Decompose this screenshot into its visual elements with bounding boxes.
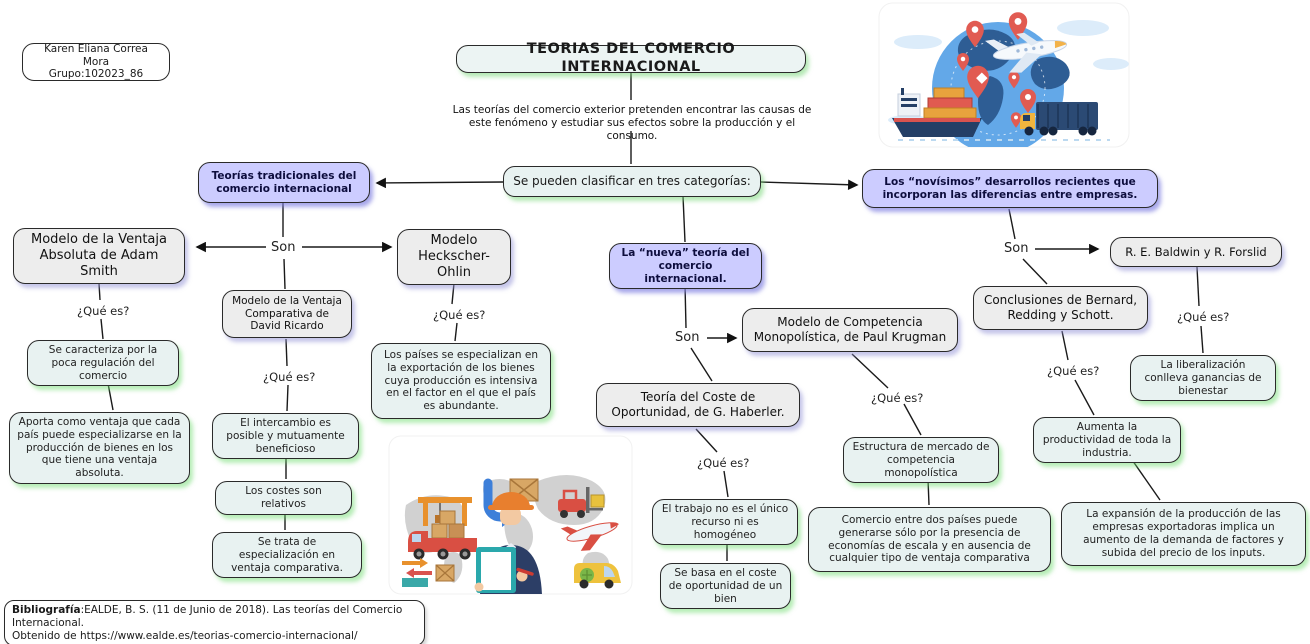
truck-icon: [1020, 102, 1098, 136]
fact-comercio-label: Comercio entre dos países puede generars…: [828, 513, 1031, 565]
fact-liberalizacion-label: La liberalización conlleva ganancias de …: [1144, 359, 1262, 397]
model-haberler-label: Teoría del Coste de Oportunidad, de G. H…: [611, 390, 785, 419]
intro-text: Las teorías del comercio exterior preten…: [442, 104, 822, 143]
node-fact-expansion[interactable]: La expansión de la producción de las emp…: [1061, 502, 1306, 566]
node-classifier[interactable]: Se pueden clasificar en tres categorías:: [503, 166, 761, 197]
model-bernard-label: Conclusiones de Bernard, Redding y Schot…: [983, 293, 1138, 322]
node-model-krugman[interactable]: Modelo de Competencia Monopolística, de …: [742, 308, 958, 352]
node-title[interactable]: TEORIAS DEL COMERCIO INTERNACIONAL: [456, 41, 806, 75]
label-que-es-baldwin: ¿Qué es?: [1177, 310, 1230, 324]
label-que-es-heckscher: ¿Qué es?: [433, 308, 486, 322]
node-model-ricardo[interactable]: Modelo de la Ventaja Comparativa de Davi…: [222, 290, 352, 338]
node-bibliography[interactable]: Bibliografía:EALDE, B. S. (11 de Junio d…: [4, 600, 425, 644]
category-traditional-label: Teorías tradicionales del comercio inter…: [211, 169, 357, 195]
model-heckscher-ohlin-label: Modelo Heckscher-Ohlin: [418, 233, 490, 280]
node-model-adam-smith[interactable]: Modelo de la Ventaja Absoluta de Adam Sm…: [13, 228, 185, 284]
node-fact-trabajo[interactable]: El trabajo no es el único recurso ni es …: [652, 499, 798, 546]
fact-aporta-label: Aporta como ventaja que cada país puede …: [17, 416, 182, 480]
intro-line-1: Las teorías del comercio exterior preten…: [452, 104, 812, 116]
airplane-icon: [985, 32, 1068, 73]
cloud-icon: [894, 35, 942, 49]
node-fact-productividad[interactable]: Aumenta la productividad de toda la indu…: [1033, 417, 1181, 464]
label-son-right: Son: [1004, 241, 1029, 256]
model-adam-smith-label: Modelo de la Ventaja Absoluta de Adam Sm…: [31, 232, 167, 279]
fact-coste-oportunidad-label: Se basa en el coste de oportunidad de un…: [668, 567, 783, 605]
node-model-bernard[interactable]: Conclusiones de Bernard, Redding y Schot…: [973, 286, 1148, 330]
node-fact-liberalizacion[interactable]: La liberalización conlleva ganancias de …: [1130, 355, 1276, 402]
fact-especializacion-label: Se trata de especialización en ventaja c…: [231, 536, 343, 574]
page-title: TEORIAS DEL COMERCIO INTERNACIONAL: [526, 41, 736, 75]
map-pin-icon: [957, 12, 1036, 128]
bibliography-label: Bibliografía: [12, 604, 81, 616]
logistics-worker-graphic: [388, 435, 633, 595]
node-category-new[interactable]: La “nueva” teoría del comercio internaci…: [609, 243, 762, 290]
fact-trabajo-label: El trabajo no es el único recurso ni es …: [661, 503, 789, 541]
fact-costes-label: Los costes son relativos: [245, 485, 322, 510]
label-que-es-krugman: ¿Qué es?: [871, 391, 924, 405]
worker-icon: [474, 492, 542, 594]
label-que-es-haberler: ¿Qué es?: [697, 456, 750, 470]
classifier-text: Se pueden clasificar en tres categorías:: [513, 174, 751, 189]
small-airplane-icon: [560, 522, 619, 551]
node-fact-aporta[interactable]: Aporta como ventaja que cada país puede …: [9, 412, 190, 484]
fact-regulacion-label: Se caracteriza por la poca regulación de…: [48, 344, 158, 382]
label-que-es-adam: ¿Qué es?: [77, 304, 130, 318]
bibliography-citation: :EALDE, B. S. (11 de Junio de 2018). Las…: [12, 604, 403, 629]
model-krugman-label: Modelo de Competencia Monopolística, de …: [753, 315, 947, 344]
illustration-global-trade: [878, 2, 1130, 148]
node-fact-especializacion[interactable]: Se trata de especialización en ventaja c…: [212, 532, 362, 579]
node-category-novisimos[interactable]: Los “novísimos” desarrollos recientes qu…: [862, 169, 1158, 208]
node-category-traditional[interactable]: Teorías tradicionales del comercio inter…: [198, 162, 370, 203]
node-fact-intercambio[interactable]: El intercambio es posible y mutuamente b…: [212, 413, 359, 460]
label-son-middle: Son: [675, 330, 700, 345]
label-que-es-bernard: ¿Qué es?: [1047, 364, 1100, 378]
node-fact-paises[interactable]: Los países se especializan en la exporta…: [371, 343, 551, 419]
illustration-logistics-worker: [388, 435, 633, 595]
node-fact-comercio[interactable]: Comercio entre dos países puede generars…: [808, 507, 1051, 572]
node-model-baldwin-forslid[interactable]: R. E. Baldwin y R. Forslid: [1110, 237, 1282, 267]
van-icon: [574, 563, 621, 589]
node-fact-estructura[interactable]: Estructura de mercado de competencia mon…: [843, 437, 999, 484]
model-ricardo-label: Modelo de la Ventaja Comparativa de Davi…: [232, 294, 342, 333]
shipping-arrows-icon: [402, 558, 455, 587]
fact-paises-label: Los países se especializan en la exporta…: [384, 349, 538, 413]
label-son-left: Son: [271, 240, 296, 255]
fact-productividad-label: Aumenta la productividad de toda la indu…: [1042, 421, 1172, 459]
author-group: Grupo:102023_86: [48, 68, 144, 81]
node-model-heckscher-ohlin[interactable]: Modelo Heckscher-Ohlin: [397, 229, 511, 285]
node-model-haberler[interactable]: Teoría del Coste de Oportunidad, de G. H…: [596, 383, 800, 427]
delivery-truck-icon: [408, 510, 477, 560]
label-que-es-ricardo: ¿Qué es?: [263, 370, 316, 384]
author-box[interactable]: Karen Eliana Correa Mora Grupo:102023_86: [22, 43, 170, 81]
category-new-label: La “nueva” teoría del comercio internaci…: [621, 247, 750, 285]
author-name: Karen Eliana Correa Mora: [44, 42, 148, 68]
node-fact-regulacion[interactable]: Se caracteriza por la poca regulación de…: [27, 340, 179, 387]
node-fact-coste-oportunidad[interactable]: Se basa en el coste de oportunidad de un…: [660, 563, 791, 610]
node-fact-costes[interactable]: Los costes son relativos: [215, 481, 352, 515]
model-baldwin-forslid-label: R. E. Baldwin y R. Forslid: [1125, 244, 1267, 259]
global-trade-graphic: [878, 2, 1130, 148]
fact-expansion-label: La expansión de la producción de las emp…: [1083, 508, 1284, 559]
cargo-ship-icon: [892, 87, 982, 137]
forklift-icon: [558, 487, 605, 518]
bibliography-url: Obtenido de https://www.ealde.es/teorias…: [12, 629, 358, 642]
fact-intercambio-label: El intercambio es posible y mutuamente b…: [226, 417, 345, 455]
fact-estructura-label: Estructura de mercado de competencia mon…: [852, 441, 990, 479]
intro-line-2: este fenómeno y estudiar sus efectos sob…: [468, 117, 796, 143]
category-novisimos-label: Los “novísimos” desarrollos recientes qu…: [882, 175, 1138, 201]
